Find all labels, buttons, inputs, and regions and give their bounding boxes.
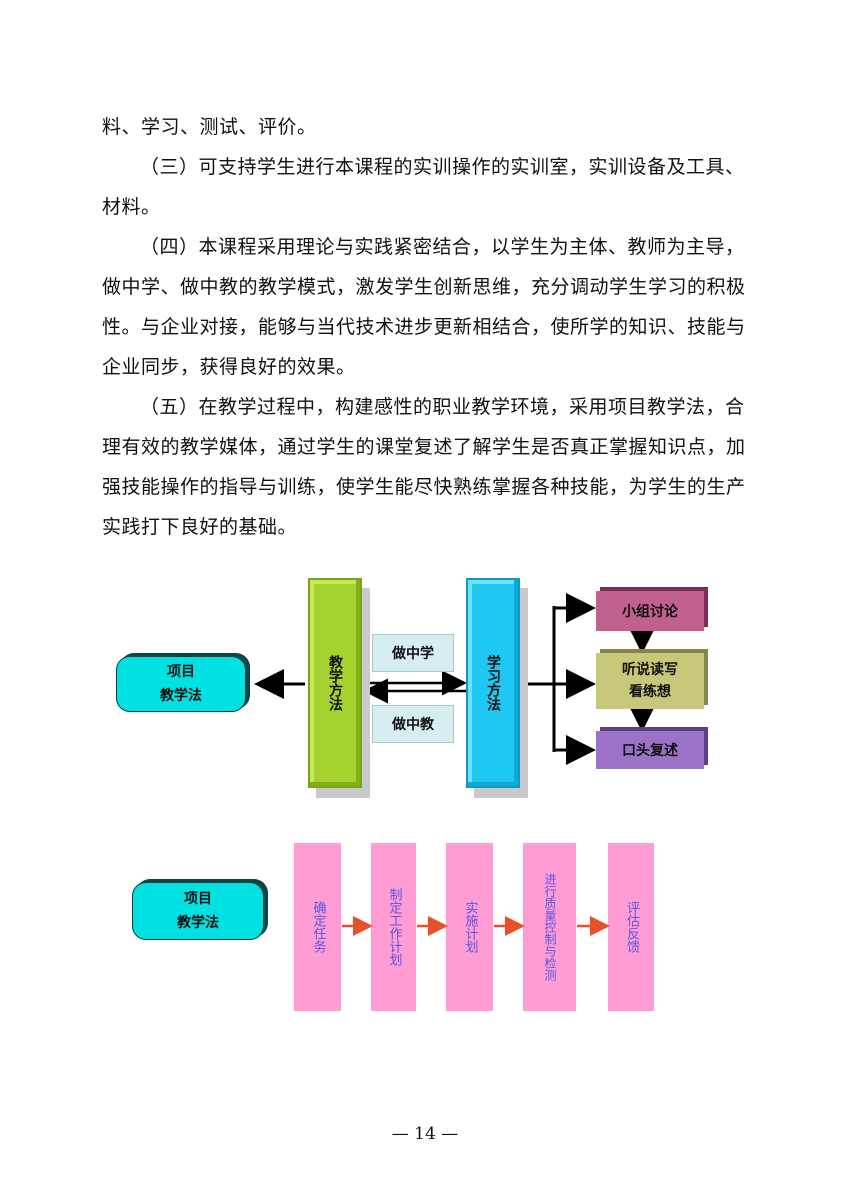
listen-speak-box: 听说读写 看练想: [596, 653, 704, 709]
learning-method-bar: 学习方法: [466, 578, 520, 788]
flow-step-text: 确定任务: [310, 901, 326, 953]
pill-line-2: 教学法: [160, 688, 202, 704]
flow-step-text: 制定工作计划: [386, 888, 402, 966]
pill2-line-1: 项目: [184, 891, 212, 907]
learn-by-doing-box: 做中学: [372, 634, 454, 672]
flow-step-make-plan: 制定工作计划: [371, 843, 416, 1011]
teaching-method-label: 教学方法: [327, 655, 343, 711]
group-discussion-label: 小组讨论: [622, 604, 678, 620]
learn-by-doing-label: 做中学: [392, 646, 434, 662]
group-discussion-box: 小组讨论: [596, 591, 704, 631]
flow-step-implement-plan: 实施计划: [446, 843, 493, 1011]
project-teaching-pill-1: 项目 教学法: [116, 656, 246, 712]
teaching-method-bar: 教学方法: [308, 578, 362, 788]
flow-step-text: 评估反馈: [624, 901, 639, 953]
flow-step-text: 进行质量控制与检测: [543, 873, 557, 981]
flow-step-define-task: 确定任务: [294, 843, 341, 1011]
listen-speak-line-2: 看练想: [629, 684, 671, 700]
learning-method-label: 学习方法: [485, 655, 501, 711]
flow-step-text: 实施计划: [462, 901, 478, 953]
paragraph-continuation: 料、学习、测试、评价。: [102, 116, 317, 138]
listen-speak-line-1: 听说读写: [622, 662, 678, 678]
teach-by-doing-box: 做中教: [372, 705, 454, 743]
teach-by-doing-label: 做中教: [392, 717, 434, 733]
pill2-line-2: 教学法: [177, 915, 219, 931]
pill-line-1: 项目: [167, 664, 195, 680]
paragraph-teaching-process: （五）在教学过程中，构建感性的职业教学环境，采用项目教学法，合理有效的教学媒体，…: [102, 396, 746, 538]
flow-step-quality-control: 进行质量控制与检测: [523, 843, 576, 1011]
oral-retell-box: 口头复述: [596, 731, 704, 769]
paragraph-teaching-mode: （四）本课程采用理论与实践紧密结合，以学生为主体、教师为主导，做中学、做中教的教…: [102, 236, 746, 378]
oral-retell-label: 口头复述: [622, 743, 678, 759]
page-number: — 14 —: [391, 1124, 459, 1144]
flow-step-evaluate-feedback: 评估反馈: [608, 843, 654, 1011]
paragraph-training-room: （三）可支持学生进行本课程的实训操作的实训室，实训设备及工具、材料。: [102, 156, 745, 218]
project-teaching-pill-2: 项目 教学法: [132, 882, 264, 940]
